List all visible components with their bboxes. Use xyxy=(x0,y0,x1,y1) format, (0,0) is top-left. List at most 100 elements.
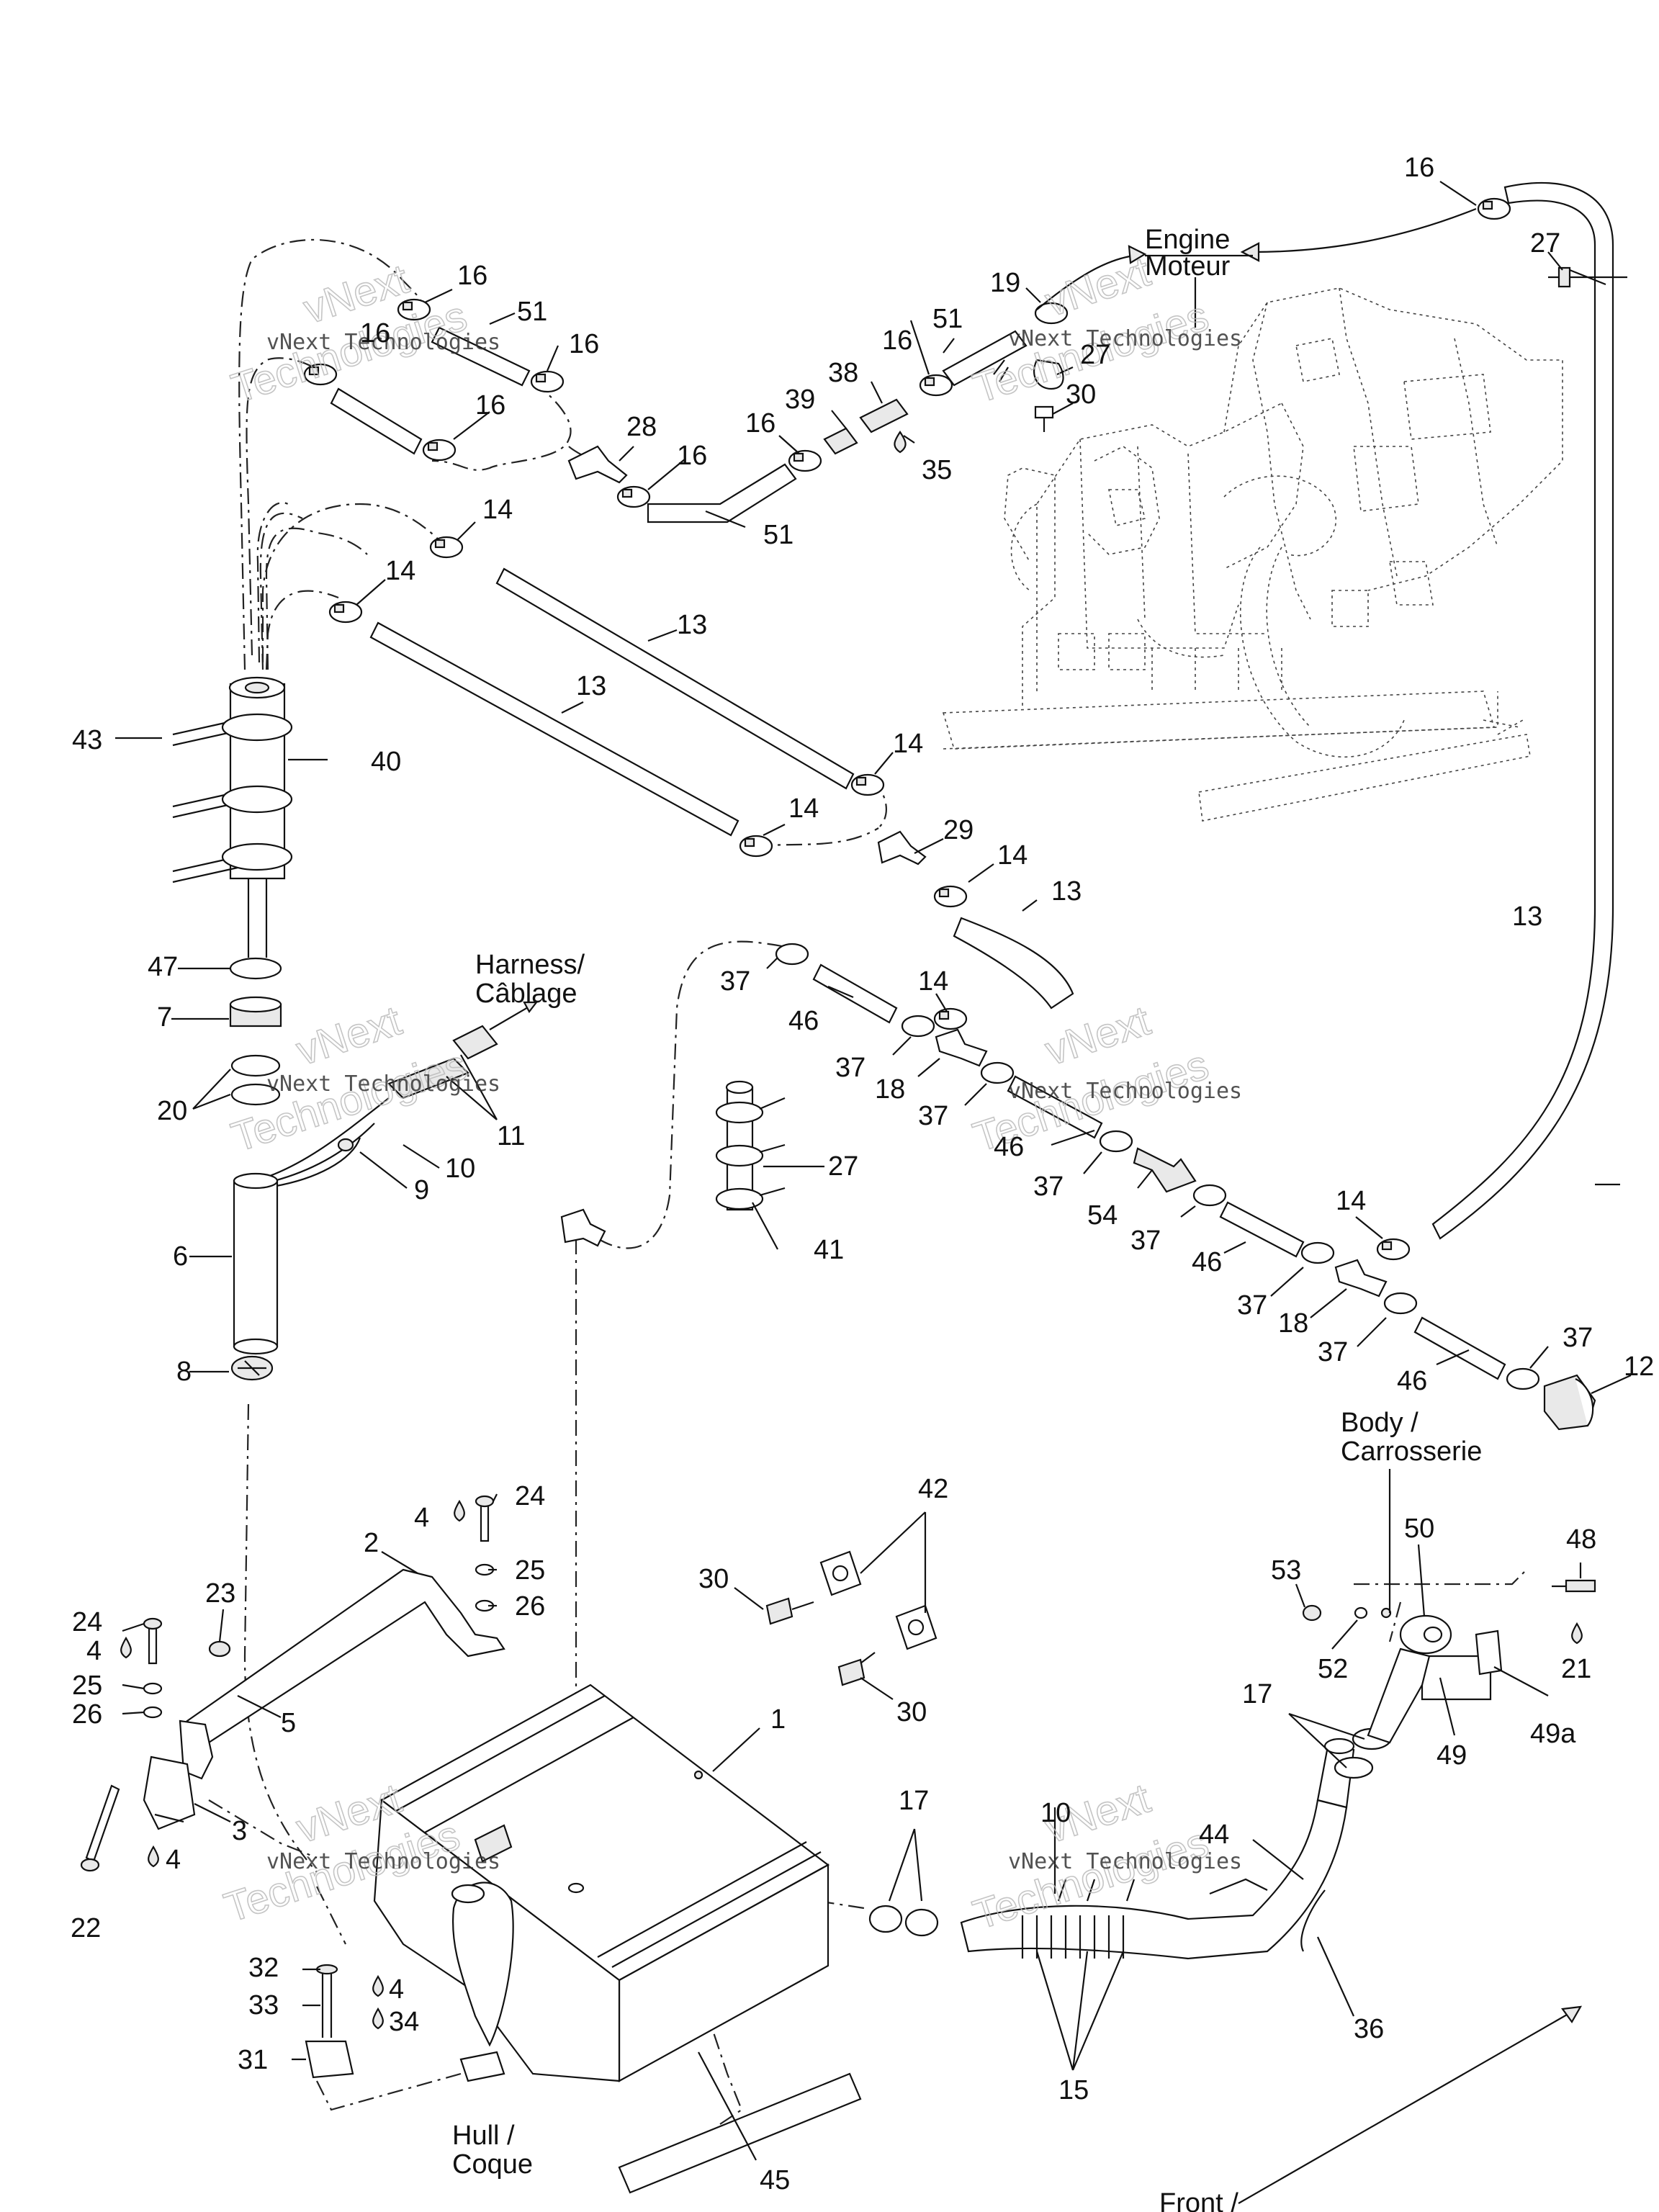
callout-numbers: 16 27 16 51 16 16 16 28 16 51 16 39 38 3… xyxy=(71,153,1654,2195)
svg-text:vNext Technologies: vNext Technologies xyxy=(266,1071,500,1097)
clamp-27-c xyxy=(715,1187,764,1210)
hardware-42-30 xyxy=(765,1550,938,1686)
clamp-37-a xyxy=(775,943,809,966)
callout-32: 32 xyxy=(248,1953,279,1983)
clamp-19 xyxy=(1034,302,1069,325)
callout-39: 39 xyxy=(785,385,815,415)
nut-23 xyxy=(208,1640,231,1658)
callout-42: 42 xyxy=(918,1474,948,1504)
callout-17: 17 xyxy=(899,1786,929,1816)
callout-37: 37 xyxy=(1563,1323,1593,1353)
y-connector-28 xyxy=(567,445,628,484)
tie-27-upper xyxy=(1033,359,1064,390)
tank-straps xyxy=(80,1495,505,1872)
callout-29: 29 xyxy=(943,815,974,845)
callout-9: 9 xyxy=(414,1175,429,1205)
callout-16: 16 xyxy=(1404,153,1434,183)
callout-27: 27 xyxy=(828,1151,858,1182)
filler-hose-assembly xyxy=(868,1579,1596,1960)
bolt-22 xyxy=(85,1784,120,1863)
clamp-37-f xyxy=(1300,1241,1335,1264)
callout-21: 21 xyxy=(1561,1654,1591,1684)
hose-51-upper xyxy=(431,326,531,387)
callout-16: 16 xyxy=(360,318,390,349)
callout-13: 13 xyxy=(1512,902,1542,932)
fuel-return-hoses xyxy=(303,181,1627,1240)
screw-48 xyxy=(1565,1579,1596,1593)
nut-53 xyxy=(1302,1604,1322,1622)
callout-30: 30 xyxy=(698,1564,729,1594)
callout-25: 25 xyxy=(72,1671,102,1701)
callout-54: 54 xyxy=(1087,1200,1118,1231)
callout-16: 16 xyxy=(569,329,599,359)
callout-3: 3 xyxy=(232,1816,247,1846)
fuel-pickup-assembly xyxy=(172,676,498,1381)
callout-14: 14 xyxy=(997,840,1028,871)
callout-26: 26 xyxy=(515,1591,545,1622)
callout-46: 46 xyxy=(994,1132,1024,1162)
callout-12: 12 xyxy=(1624,1352,1654,1382)
engine-illustration xyxy=(942,287,1563,822)
clamp-16-b xyxy=(530,370,565,393)
clamp-14-g xyxy=(1376,1238,1411,1261)
hull-hardware xyxy=(305,1964,462,2111)
callout-16: 16 xyxy=(677,441,707,471)
callout-49: 49 xyxy=(1437,1740,1467,1771)
clamp-14-f xyxy=(933,1007,968,1030)
gasket-49a xyxy=(1475,1629,1503,1676)
connector-11-b xyxy=(387,1057,469,1100)
callout-30: 30 xyxy=(1066,379,1096,410)
callout-18: 18 xyxy=(1278,1308,1308,1339)
callout-28: 28 xyxy=(626,412,657,442)
callout-46: 46 xyxy=(1397,1366,1427,1396)
tee-18-b xyxy=(1334,1259,1388,1298)
filler-elbow xyxy=(1367,1647,1431,1744)
callout-37: 37 xyxy=(835,1053,866,1083)
callout-16: 16 xyxy=(457,261,487,291)
callout-40: 40 xyxy=(371,747,401,777)
tank-filler-neck xyxy=(451,1881,514,2047)
callout-37: 37 xyxy=(1130,1226,1161,1256)
callout-34: 34 xyxy=(389,2007,419,2037)
clamp-37-g xyxy=(1383,1292,1418,1315)
callout-51: 51 xyxy=(763,520,793,550)
callout-37: 37 xyxy=(918,1101,948,1131)
label-engine: Engine xyxy=(1145,225,1230,255)
callout-16: 16 xyxy=(475,390,505,421)
callout-50: 50 xyxy=(1404,1514,1434,1544)
bolt-24-left xyxy=(148,1622,158,1665)
label-carrosserie: Carrosserie xyxy=(1341,1437,1482,1467)
callout-19: 19 xyxy=(990,268,1020,298)
clamp-16-h xyxy=(1477,197,1511,220)
hose-51-right xyxy=(942,330,1028,387)
clamps-15 xyxy=(1057,1879,1136,1902)
hose-46-d xyxy=(1413,1316,1506,1380)
svg-text:vNext Technologies: vNext Technologies xyxy=(1008,326,1242,351)
callout-23: 23 xyxy=(205,1578,235,1609)
clamp-14-d xyxy=(739,835,773,858)
fuel-sender-6 xyxy=(233,1179,279,1348)
washer-26-left xyxy=(143,1706,163,1719)
hose-13-lower xyxy=(369,621,739,837)
y-connector-29 xyxy=(877,830,927,866)
callout-13: 13 xyxy=(677,610,707,640)
callout-37: 37 xyxy=(720,966,750,997)
bracket-3 xyxy=(143,1755,196,1830)
clamp-16-c xyxy=(303,363,338,386)
callout-48: 48 xyxy=(1566,1524,1596,1555)
clamp-16-g xyxy=(919,374,953,397)
clamp-17-lower-a xyxy=(868,1905,903,1933)
svg-text:vNext Technologies: vNext Technologies xyxy=(266,330,500,355)
tank-vent-fitting xyxy=(474,1824,513,1863)
clamp-47 xyxy=(229,957,282,980)
clamp-37-d xyxy=(1099,1130,1133,1153)
vent-line-chain xyxy=(775,943,1596,1431)
callout-14: 14 xyxy=(1336,1186,1366,1216)
connector-11-a xyxy=(452,1025,498,1060)
callout-11: 11 xyxy=(497,1121,525,1151)
callout-16: 16 xyxy=(745,408,775,439)
clamp-16-d xyxy=(422,439,457,462)
washer-52 xyxy=(1354,1606,1368,1619)
callout-14: 14 xyxy=(385,556,415,586)
clamp-37-b xyxy=(901,1015,935,1038)
